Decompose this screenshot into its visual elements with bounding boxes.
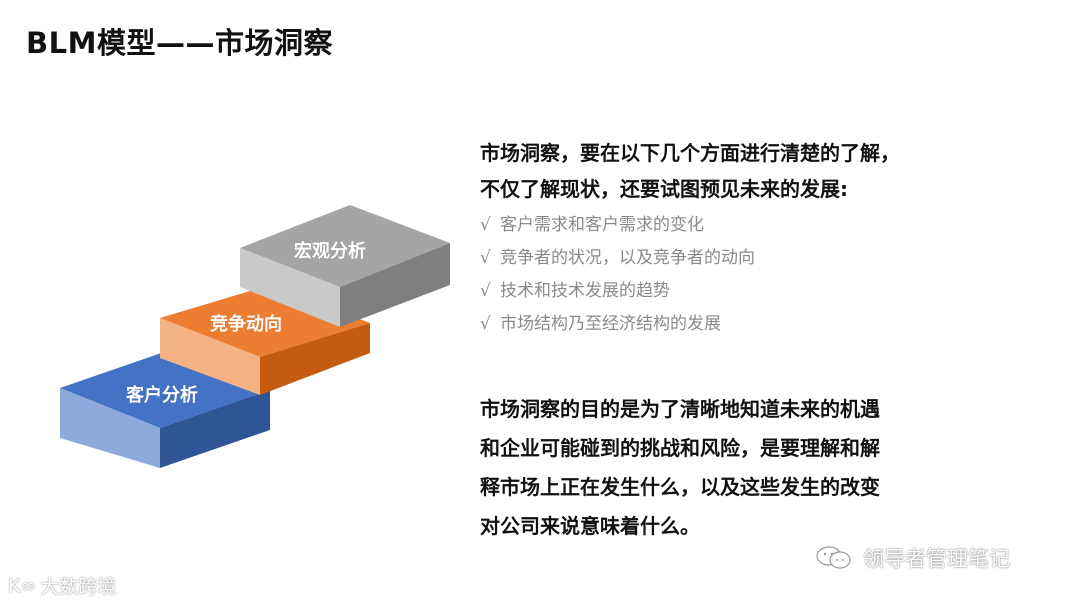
check-list: √客户需求和客户需求的变化 √竞争者的状况，以及竞争者的动向 √技术和技术发展的…: [480, 209, 1050, 341]
purpose-paragraph: 市场洞察的目的是为了清晰地知道未来的机遇 和企业可能碰到的挑战和风险，是要理解和…: [480, 390, 1040, 546]
step-macro-analysis: [240, 205, 450, 327]
paragraph-line: 市场洞察的目的是为了清晰地知道未来的机遇: [480, 397, 880, 421]
check-icon: √: [480, 248, 491, 268]
watermark-right-text: 领导者管理笔记: [863, 547, 1010, 571]
watermark-left: K∞ 大数跨境: [8, 572, 116, 599]
watermark-logo-icon: K∞: [8, 574, 37, 597]
paragraph-line: 和企业可能碰到的挑战和风险，是要理解和解: [480, 436, 880, 460]
lead-line-2: 不仅了解现状，还要试图预见未来的发展:: [480, 177, 848, 201]
check-icon: √: [480, 215, 491, 235]
check-icon: √: [480, 314, 491, 334]
staircase-diagram: 客户分析 竞争动向 宏观分析: [0, 0, 480, 500]
staircase-graphic: [60, 205, 450, 468]
insight-section: 市场洞察，要在以下几个方面进行清楚的了解， 不仅了解现状，还要试图预见未来的发展…: [480, 135, 1050, 341]
page-title: BLM模型——市场洞察: [26, 26, 333, 60]
check-item: √竞争者的状况，以及竞争者的动向: [480, 242, 1050, 275]
paragraph-line: 释市场上正在发生什么，以及这些发生的改变: [480, 475, 880, 499]
watermark-right: 领导者管理笔记: [815, 543, 1010, 573]
step-competition-trend: [160, 285, 370, 395]
step-label-competition: 竞争动向: [210, 314, 282, 335]
check-icon: √: [480, 281, 491, 301]
wechat-icon: [816, 546, 851, 569]
step-label-customer: 客户分析: [126, 385, 198, 406]
check-item: √技术和技术发展的趋势: [480, 275, 1050, 308]
step-label-macro: 宏观分析: [294, 241, 366, 262]
lead-line-1: 市场洞察，要在以下几个方面进行清楚的了解，: [480, 141, 900, 165]
check-item: √客户需求和客户需求的变化: [480, 209, 1050, 242]
paragraph-line: 对公司来说意味着什么。: [480, 514, 700, 538]
check-item: √市场结构乃至经济结构的发展: [480, 308, 1050, 341]
watermark-left-text: 大数跨境: [40, 576, 117, 598]
